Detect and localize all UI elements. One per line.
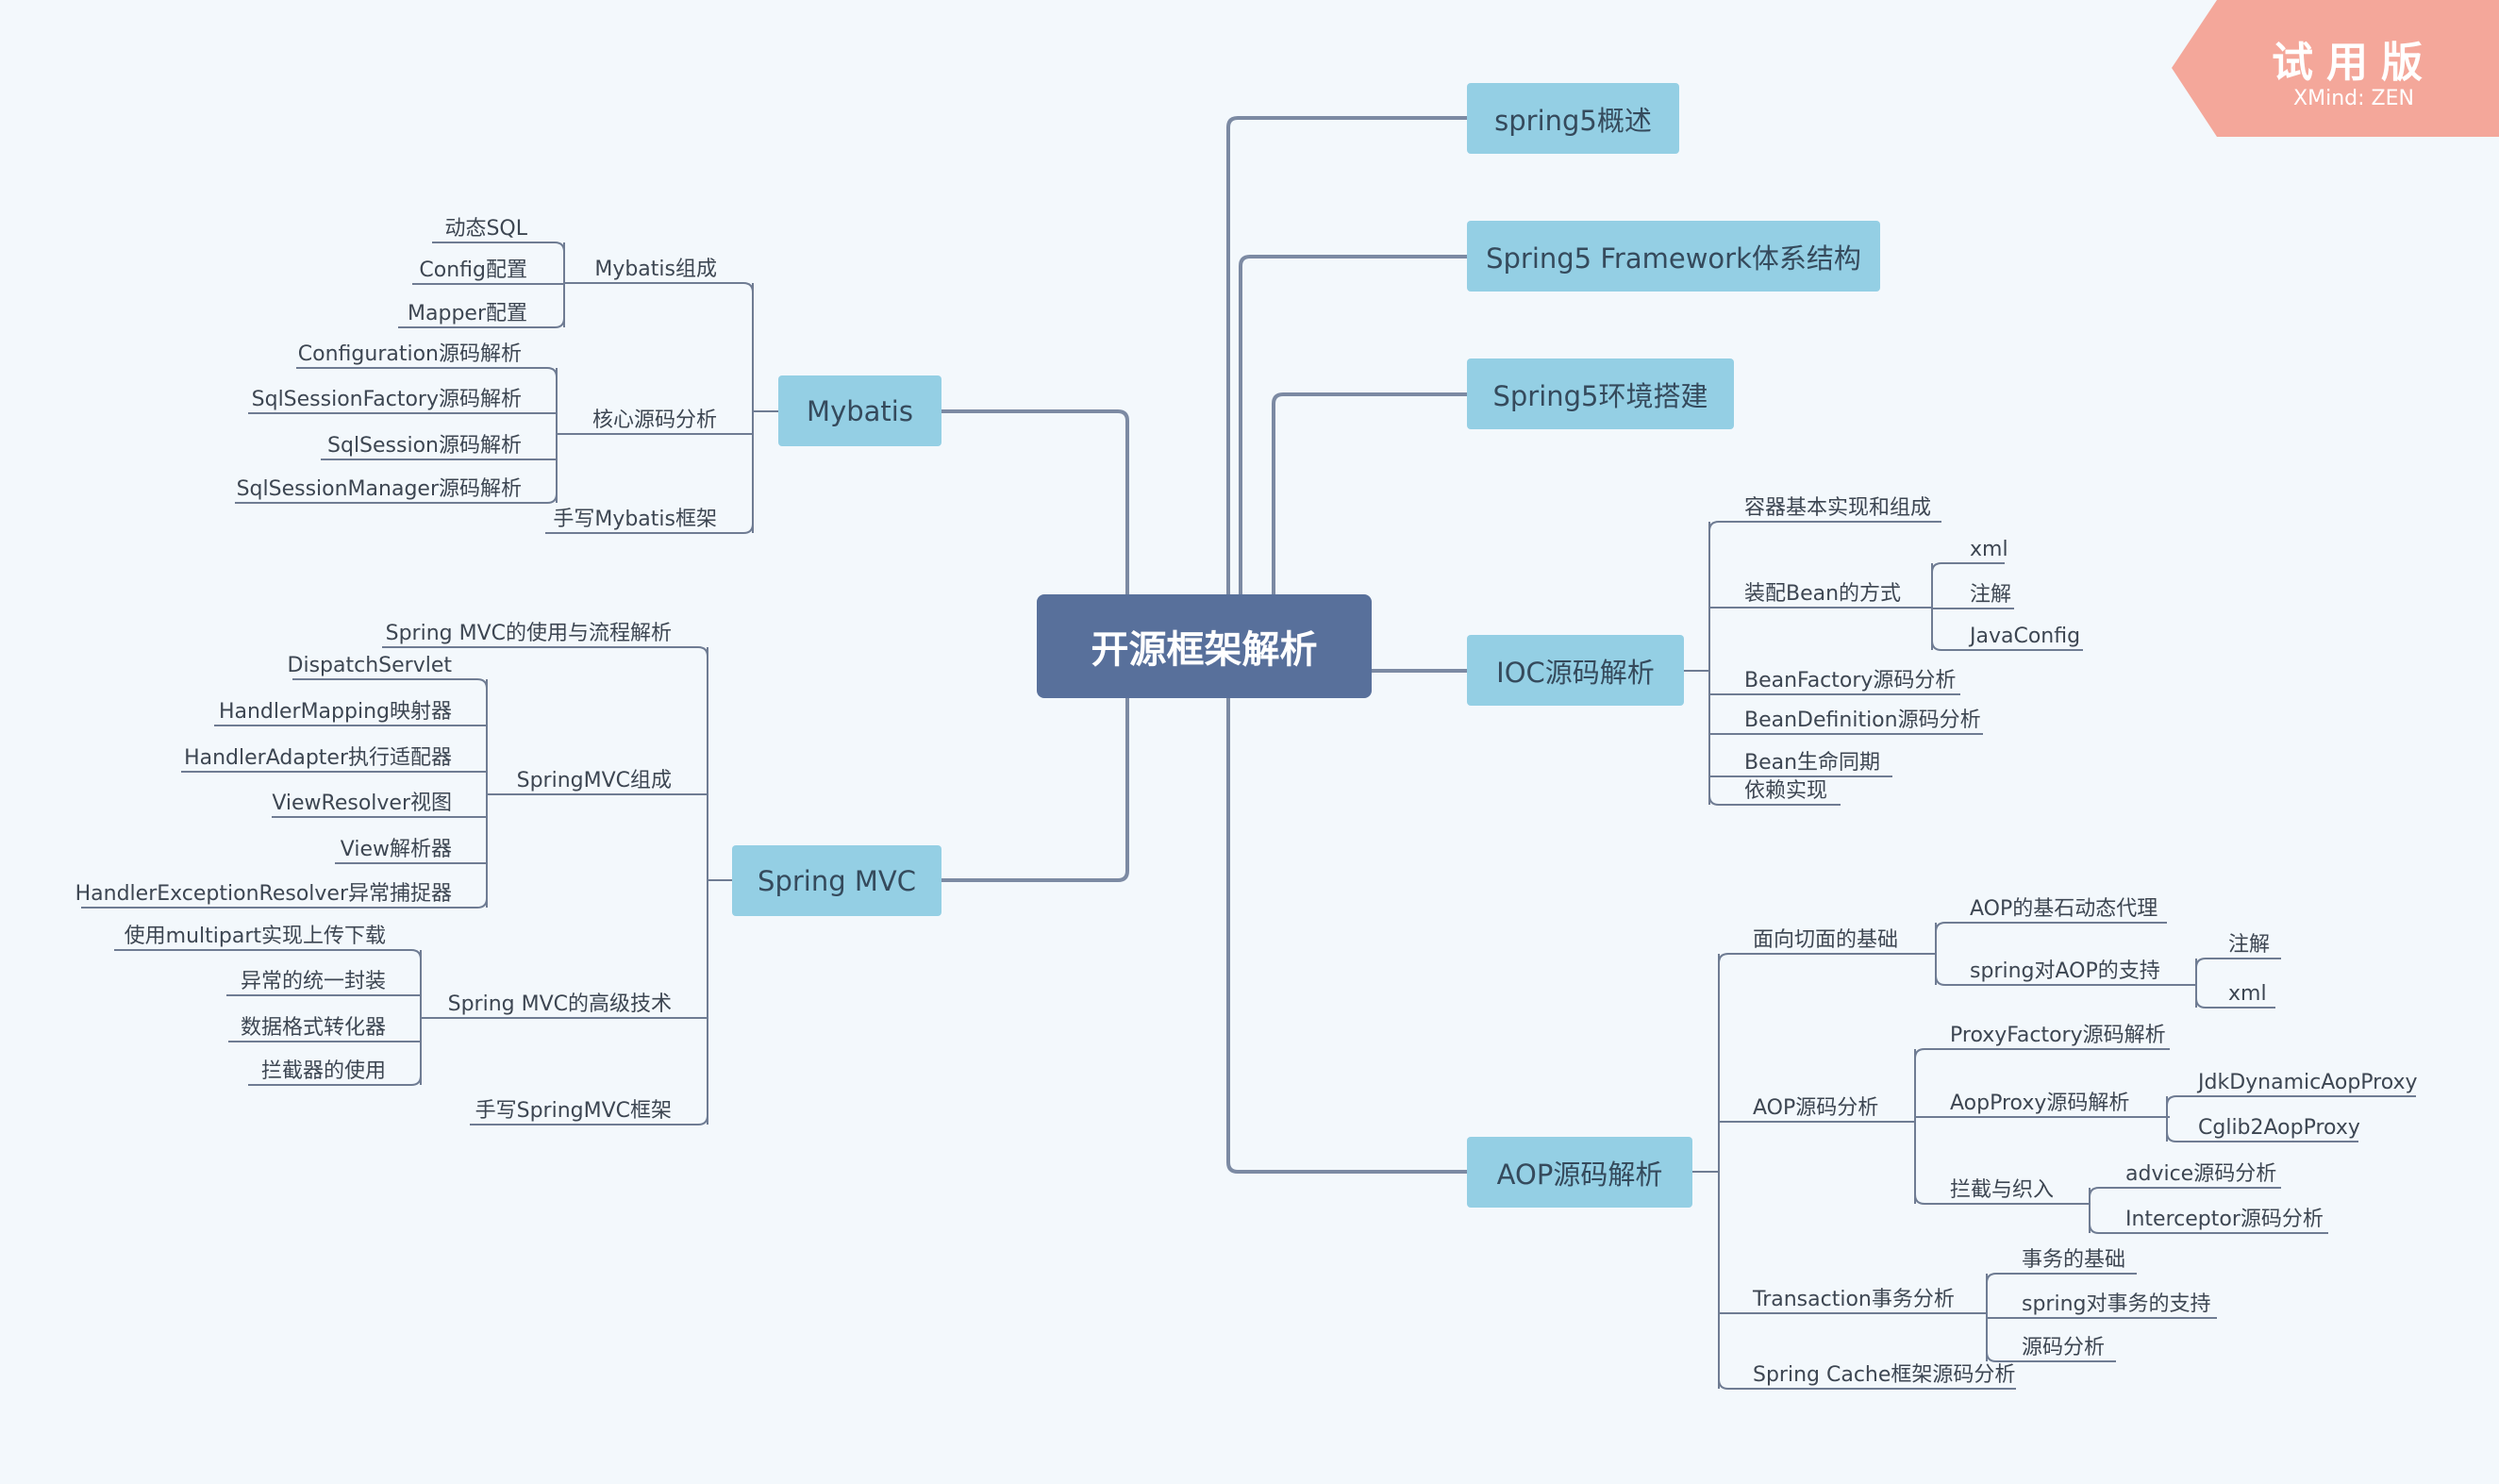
ioc-assembly-javaconfig[interactable]: JavaConfig [1970,625,2081,648]
mvc-dispatch[interactable]: DispatchServlet [287,654,452,677]
mybatis-sqlsession[interactable]: SqlSession源码解析 [327,434,522,458]
aop-proxyfactory[interactable]: ProxyFactory源码解析 [1950,1024,2166,1047]
mvc-exception-resolver[interactable]: HandlerExceptionResolver异常捕捉器 [75,882,452,906]
aop-interceptor[interactable]: Interceptor源码分析 [2125,1208,2324,1231]
aop-aopproxy[interactable]: AopProxy源码解析 [1950,1092,2130,1115]
aop-source-analysis[interactable]: AOP源码分析 [1753,1096,1879,1120]
mvc-viewresolver[interactable]: ViewResolver视图 [272,792,452,815]
mvc-view[interactable]: View解析器 [340,838,452,861]
aop-intercept[interactable]: 拦截与织入 [1950,1178,2055,1202]
aop-cache[interactable]: Spring Cache框架源码分析 [1753,1363,2016,1387]
mvc-advanced[interactable]: Spring MVC的高级技术 [447,992,672,1016]
ioc-assembly[interactable]: 装配Bean的方式 [1744,582,1902,606]
mybatis-mapper[interactable]: Mapper配置 [408,302,527,325]
aop-advice[interactable]: advice源码分析 [2125,1162,2277,1186]
mvc-interceptor[interactable]: 拦截器的使用 [260,1059,386,1083]
mybatis-dynamic-sql[interactable]: 动态SQL [444,217,527,241]
aop-transaction[interactable]: Transaction事务分析 [1753,1288,1955,1311]
mybatis-sqlsessionmanager[interactable]: SqlSessionManager源码解析 [236,477,522,501]
aop-basics[interactable]: 面向切面的基础 [1753,928,1899,952]
aop-cglib-proxy[interactable]: Cglib2AopProxy [2198,1116,2360,1140]
mvc-multipart[interactable]: 使用multipart实现上传下载 [124,925,386,948]
aop-tx-spring[interactable]: spring对事务的支持 [2022,1292,2211,1316]
topic-spring5-overview[interactable]: spring5概述 [1467,83,1679,154]
trial-badge-title: 试用版 [2272,39,2436,87]
mvc-handleradapter[interactable]: HandlerAdapter执行适配器 [184,746,452,770]
mvc-handlermapping[interactable]: HandlerMapping映射器 [218,700,452,724]
aop-tx-source[interactable]: 源码分析 [2022,1336,2106,1359]
aop-tx-basics[interactable]: 事务的基础 [2022,1248,2126,1272]
topic-ioc[interactable]: IOC源码解析 [1467,635,1684,706]
mvc-exception-wrap[interactable]: 异常的统一封装 [240,970,386,993]
mybatis-core[interactable]: 核心源码分析 [591,409,717,432]
aop-support-xml[interactable]: xml [2228,982,2267,1006]
topic-spring-mvc[interactable]: Spring MVC [732,845,941,916]
central-topic[interactable]: 开源框架解析 [1037,594,1372,698]
ioc-dependency[interactable]: 依赖实现 [1744,779,1828,803]
mybatis-sqlsessionfactory[interactable]: SqlSessionFactory源码解析 [251,388,522,411]
mybatis-handwrite[interactable]: 手写Mybatis框架 [553,508,717,531]
mybatis-config[interactable]: Config配置 [419,258,527,282]
topic-framework-structure[interactable]: Spring5 Framework体系结构 [1467,221,1880,292]
ioc-assembly-xml[interactable]: xml [1970,538,2008,561]
mvc-components[interactable]: SpringMVC组成 [516,769,672,792]
aop-support-annotation[interactable]: 注解 [2228,933,2271,957]
mybatis-components[interactable]: Mybatis组成 [594,258,717,281]
topic-mybatis[interactable]: Mybatis [778,375,941,446]
topic-env-setup[interactable]: Spring5环境搭建 [1467,358,1734,429]
ioc-container[interactable]: 容器基本实现和组成 [1744,496,1932,520]
aop-jdk-proxy[interactable]: JdkDynamicAopProxy [2198,1071,2418,1094]
mvc-handwrite[interactable]: 手写SpringMVC框架 [475,1099,672,1123]
ioc-assembly-annotation[interactable]: 注解 [1970,583,2012,607]
aop-dynamic-proxy[interactable]: AOP的基石动态代理 [1970,897,2158,921]
mvc-converter[interactable]: 数据格式转化器 [240,1016,386,1040]
ioc-beanfactory[interactable]: BeanFactory源码分析 [1744,669,1957,692]
trial-badge-subtitle: XMind: ZEN [2293,87,2414,110]
topic-aop[interactable]: AOP源码解析 [1467,1137,1692,1208]
mybatis-configuration[interactable]: Configuration源码解析 [297,342,522,366]
trial-badge-shape [2172,0,2499,137]
ioc-beandefinition[interactable]: BeanDefinition源码分析 [1744,709,1981,732]
aop-spring-support[interactable]: spring对AOP的支持 [1970,959,2160,983]
ioc-lifecycle[interactable]: Bean生命同期 [1744,751,1881,775]
mvc-usage[interactable]: Spring MVC的使用与流程解析 [385,622,672,645]
